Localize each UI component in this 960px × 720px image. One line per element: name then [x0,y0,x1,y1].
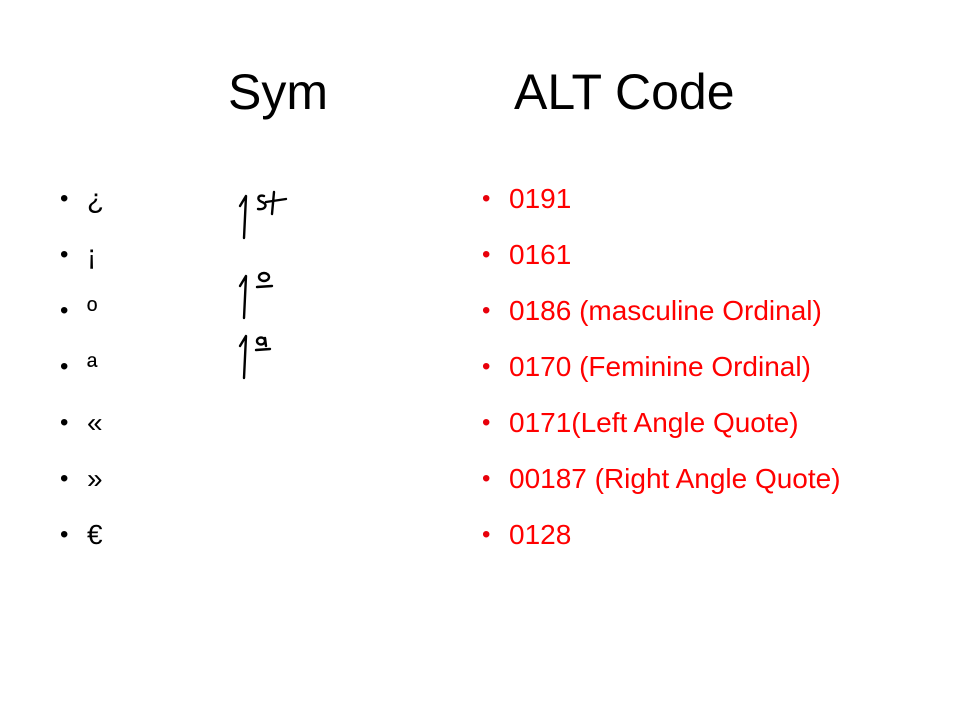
bullet: • [60,241,69,268]
bullet: • [60,465,69,492]
alt-code-text: 0161 [509,239,572,270]
symbol-char: « [87,407,103,438]
symbol-char: » [87,463,103,494]
bullet: • [482,521,491,548]
alt-code-heading: ALT Code [514,64,735,120]
alt-code-text: 0171(Left Angle Quote) [509,407,799,438]
bullet: • [482,465,491,492]
bullet: • [482,241,491,268]
bullet: • [60,185,69,212]
symbol-char: € [87,519,103,550]
symbol-char: ¡ [87,239,97,270]
bullet: • [60,297,69,324]
handwritten-note-1o [238,271,274,320]
bullet: • [60,521,69,548]
bullet: • [60,409,69,436]
alt-code-text: 0170 (Feminine Ordinal) [509,351,811,382]
symbol-char: ª [87,351,98,382]
bullet: • [60,353,69,380]
handwritten-note-1st [238,190,288,240]
alt-code-text: 00187 (Right Angle Quote) [509,463,841,494]
symbol-char: º [87,295,98,326]
bullet: • [482,297,491,324]
alt-code-text: 0128 [509,519,572,550]
handwritten-ordinal-notes [238,190,288,380]
symbol-char: ¿ [87,183,105,214]
alt-code-text: 0186 (masculine Ordinal) [509,295,822,326]
sym-heading: Sym [228,64,328,120]
bullet: • [482,409,491,436]
alt-code-text: 0191 [509,183,572,214]
handwritten-note-1a [238,334,272,380]
bullet: • [482,353,491,380]
bullet: • [482,185,491,212]
